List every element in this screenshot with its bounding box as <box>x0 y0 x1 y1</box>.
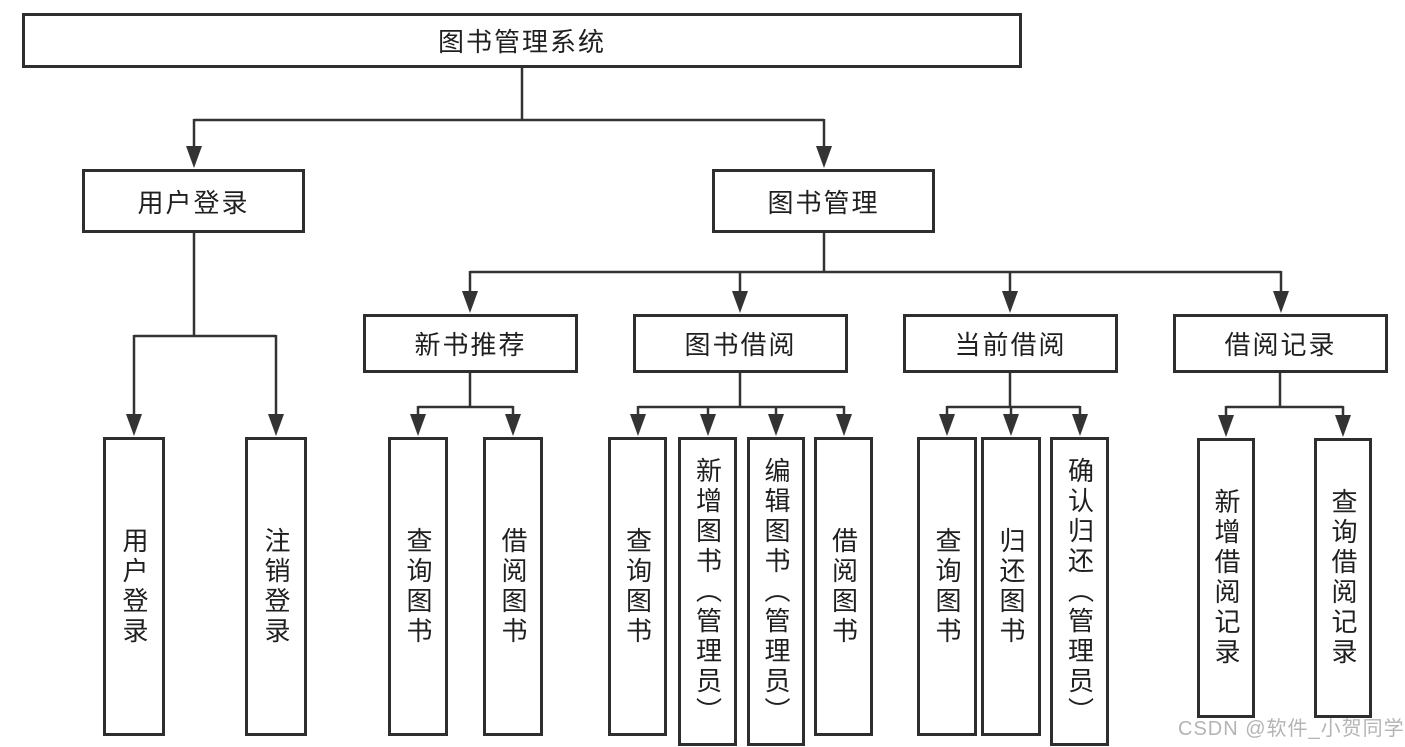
leaf-add-borrow-record-label: 新增借阅记录 <box>1211 488 1241 668</box>
leaf-logout: 注销登录 <box>245 437 307 736</box>
leaf-confirm-return-admin-label: 确认归还（管理员） <box>1064 456 1095 727</box>
leaf-query-borrow-record: 查询借阅记录 <box>1314 438 1372 718</box>
leaf-return-book-label: 归还图书 <box>996 526 1026 647</box>
node-borrow-records: 借阅记录 <box>1173 314 1388 373</box>
leaf-user-login: 用户登录 <box>103 437 165 736</box>
leaf-query-borrow-record-label: 查询借阅记录 <box>1328 488 1358 668</box>
leaf-user-login-label: 用户登录 <box>119 526 149 647</box>
leaf-borrow-books-recommend: 借阅图书 <box>483 437 543 736</box>
leaf-borrow-books-recommend-label: 借阅图书 <box>498 526 528 647</box>
leaf-query-books-borrow: 查询图书 <box>608 437 667 736</box>
node-root: 图书管理系统 <box>22 13 1022 68</box>
leaf-add-book-admin-label: 新增图书（管理员） <box>692 456 723 727</box>
node-book-management-label: 图书管理 <box>767 187 880 218</box>
csdn-watermark: CSDN @软件_小贺同学 <box>1178 718 1405 740</box>
node-new-book-recommend-label: 新书推荐 <box>414 330 527 360</box>
node-new-book-recommend: 新书推荐 <box>363 314 578 373</box>
leaf-confirm-return-admin: 确认归还（管理员） <box>1050 437 1109 746</box>
node-current-borrow: 当前借阅 <box>903 314 1118 373</box>
leaf-query-books-recommend-label: 查询图书 <box>403 526 433 647</box>
leaf-return-book: 归还图书 <box>981 437 1041 736</box>
leaf-add-borrow-record: 新增借阅记录 <box>1197 438 1255 718</box>
leaf-query-books-borrow-label: 查询图书 <box>622 526 653 647</box>
leaf-edit-book-admin: 编辑图书（管理员） <box>747 437 805 746</box>
leaf-add-book-admin: 新增图书（管理员） <box>678 437 737 746</box>
leaf-query-books-recommend: 查询图书 <box>388 437 448 736</box>
leaf-borrow-books-borrow-label: 借阅图书 <box>828 526 859 647</box>
leaf-query-books-current-label: 查询图书 <box>932 526 962 647</box>
node-borrow-records-label: 借阅记录 <box>1224 330 1337 360</box>
node-book-borrow: 图书借阅 <box>633 314 848 373</box>
leaf-borrow-books-borrow: 借阅图书 <box>814 437 873 736</box>
node-user-login-label: 用户登录 <box>137 187 250 218</box>
leaf-query-books-current: 查询图书 <box>917 437 977 736</box>
leaf-logout-label: 注销登录 <box>261 526 291 647</box>
node-book-borrow-label: 图书借阅 <box>684 330 797 360</box>
node-current-borrow-label: 当前借阅 <box>954 330 1067 360</box>
node-user-login: 用户登录 <box>82 169 305 233</box>
node-book-management: 图书管理 <box>712 169 935 233</box>
node-root-label: 图书管理系统 <box>437 27 606 57</box>
leaf-edit-book-admin-label: 编辑图书（管理员） <box>761 456 791 727</box>
